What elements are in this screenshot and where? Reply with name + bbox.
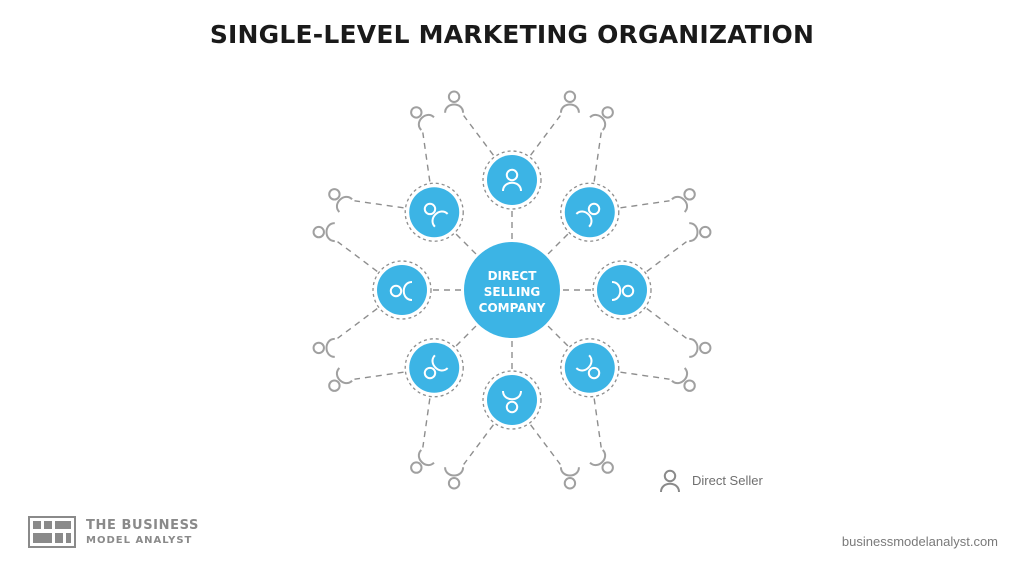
brand-logo: THE BUSINESS MODEL ANALYST: [28, 516, 199, 548]
recruit-connector-line: [593, 398, 602, 448]
recruit-person-icon: [559, 90, 580, 113]
brand-name-line-2: MODEL ANALYST: [86, 534, 193, 546]
recruit-connector-line: [463, 115, 494, 156]
recruit-connector-line: [354, 200, 404, 209]
connector-line: [454, 232, 477, 255]
recruit-person-icon: [589, 106, 614, 131]
seller-person-icon: [423, 202, 449, 228]
seller-person-icon: [575, 354, 601, 380]
page-title: SINGLE-LEVEL MARKETING ORGANIZATION: [209, 20, 815, 49]
direct-seller-node: [372, 260, 432, 320]
recruit-connector-line: [337, 308, 378, 339]
recruit-connector-line: [593, 132, 602, 182]
direct-seller-node: [560, 338, 620, 398]
legend: Direct Seller: [660, 469, 763, 493]
center-label-line-1: DIRECT: [488, 269, 538, 283]
connector-line: [454, 325, 477, 348]
direct-seller-node: [560, 182, 620, 242]
center-label-line-2: SELLING: [484, 285, 541, 299]
direct-seller-node: [482, 370, 542, 430]
recruit-person-icon: [410, 449, 435, 474]
direct-seller-node: [404, 182, 464, 242]
recruit-person-icon: [444, 90, 465, 113]
connector-line: [547, 232, 570, 255]
recruit-connector-line: [354, 371, 404, 380]
footer-url: businessmodelanalyst.com: [841, 534, 998, 549]
recruit-person-icon: [328, 367, 353, 392]
recruit-connector-line: [337, 241, 378, 272]
recruit-connector-line: [646, 308, 687, 339]
recruit-connector-line: [463, 424, 494, 465]
center-label-line-3: COMPANY: [479, 301, 546, 315]
recruit-person-icon: [328, 188, 353, 213]
recruit-connector-line: [422, 132, 431, 182]
recruit-person-icon: [589, 449, 614, 474]
direct-seller-node: [404, 338, 464, 398]
recruit-person-icon: [410, 106, 435, 131]
seller-person-icon: [502, 390, 522, 414]
recruit-connector-line: [620, 200, 670, 209]
recruit-person-icon: [671, 188, 696, 213]
recruit-connector-line: [530, 115, 561, 156]
brand-name-line-1: THE BUSINESS: [86, 517, 199, 533]
recruit-person-icon: [312, 337, 335, 358]
recruit-person-icon: [689, 337, 712, 358]
center-circle: [464, 242, 560, 338]
recruit-person-icon: [559, 467, 580, 490]
recruit-person-icon: [689, 222, 712, 243]
recruit-connector-line: [530, 424, 561, 465]
recruit-connector-line: [422, 398, 431, 448]
legend-label: Direct Seller: [692, 473, 763, 488]
connector-line: [547, 325, 570, 348]
seller-person-icon: [611, 281, 635, 301]
logo-grid-icon: [28, 516, 76, 548]
recruit-person-icon: [312, 222, 335, 243]
seller-person-icon: [423, 354, 449, 380]
seller-person-icon: [502, 168, 522, 192]
recruit-person-icon: [671, 367, 696, 392]
direct-seller-node: [482, 150, 542, 210]
recruit-person-icon: [444, 467, 465, 490]
recruit-connector-line: [646, 241, 687, 272]
legend-person-icon: [660, 469, 680, 493]
direct-seller-node: [592, 260, 652, 320]
seller-person-icon: [575, 202, 601, 228]
direct-selling-company-node: DIRECT SELLING COMPANY: [464, 242, 560, 338]
seller-person-icon: [389, 281, 413, 301]
recruit-connector-line: [620, 371, 670, 380]
